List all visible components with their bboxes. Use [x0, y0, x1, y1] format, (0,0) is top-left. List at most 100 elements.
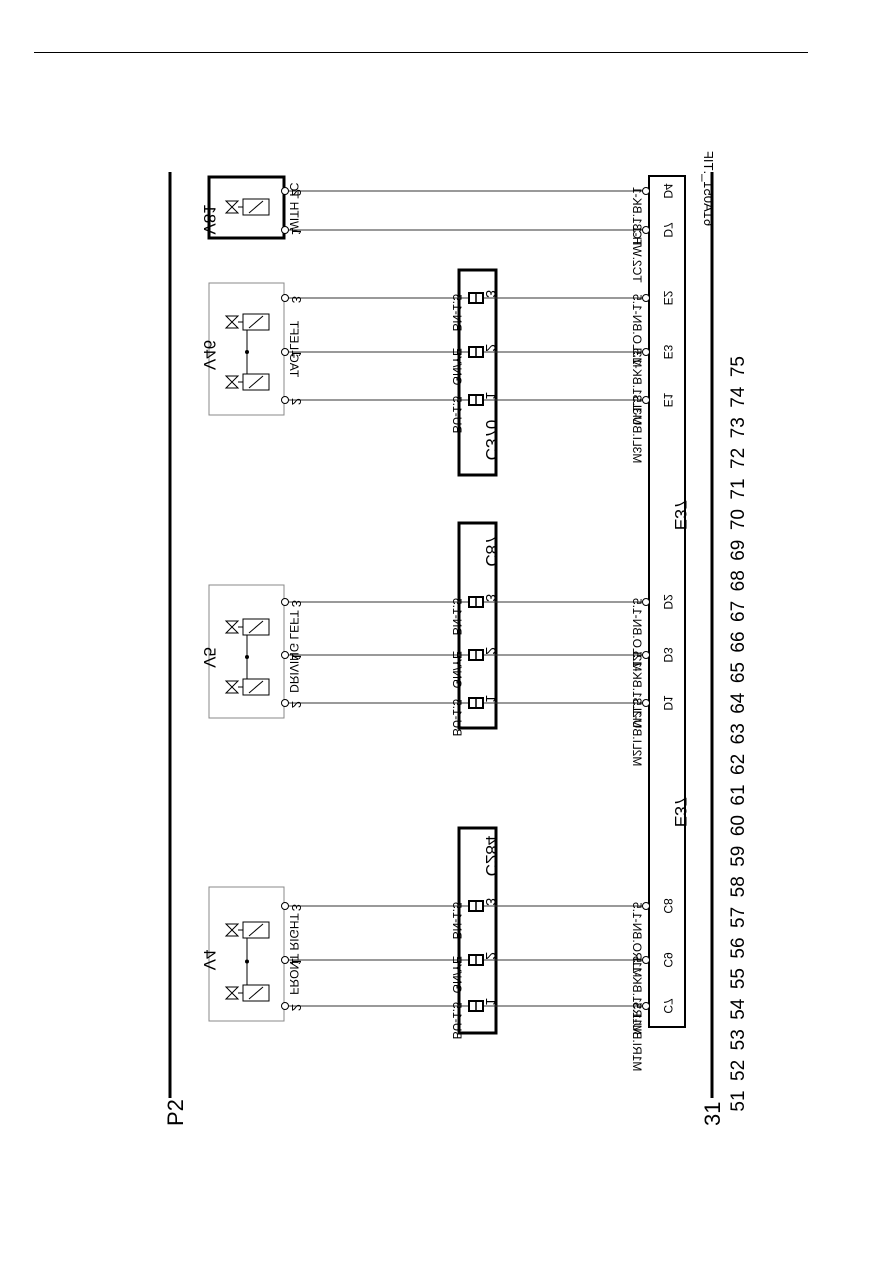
connector-box [457, 521, 498, 730]
ruler-number: 70 [728, 509, 749, 530]
ruler-number: 62 [728, 754, 749, 775]
wire-code-label: TC31.BK-1 [630, 187, 644, 247]
component-pin-number: 2 [289, 1004, 304, 1011]
valve-symbol [224, 200, 240, 214]
connector-label: C87 [482, 535, 501, 566]
wire-color-label: BU-1.5 [450, 396, 464, 434]
ruler-number: 59 [728, 846, 749, 867]
valve-symbol [224, 923, 240, 937]
header-rule [34, 52, 808, 53]
component-pin-number: 3 [289, 296, 304, 303]
component-pin-number: 1 [289, 350, 304, 357]
pin-terminal [281, 1002, 289, 1010]
wire-code-label: M2L31.BK-1.5 [630, 651, 644, 728]
ruler-number: 61 [728, 784, 749, 805]
connector-pin-number: 3 [483, 290, 499, 298]
connector-C87: C87 [457, 521, 501, 730]
ecu-pin-label: E1 [661, 392, 675, 407]
ruler: 5152535455565758596061626364656667686970… [728, 356, 749, 1112]
ruler-number: 68 [728, 570, 749, 591]
wire: 2 TC31.BK-1 D4 [281, 183, 675, 247]
wire-color-label: BN-1.5 [450, 902, 464, 940]
ecu-pin-label: D4 [661, 183, 675, 199]
wire-color-label: BU-1.5 [450, 1002, 464, 1040]
valve-symbol [224, 680, 240, 694]
pin-terminal [281, 294, 289, 302]
ruler-number: 56 [728, 937, 749, 958]
ecu-terminal [642, 956, 650, 964]
component-pin-number: 2 [289, 189, 304, 196]
solenoid-slash [248, 680, 264, 694]
junction-dot [245, 350, 249, 354]
file-name-label: 61A051_.TIF [701, 151, 716, 226]
component-id: V81 [200, 204, 219, 234]
component-pin-number: 3 [289, 904, 304, 911]
ecu-pin-label: E2 [661, 290, 675, 305]
wire-color-label: GN/YE [450, 956, 464, 993]
component-V81: V81 WITH TC [200, 175, 301, 240]
wire-code-label: M3LI.BU-1.5 [630, 396, 644, 464]
solenoid-slash [248, 200, 264, 214]
p2-rail-label: P2 [163, 1099, 188, 1126]
connector-pin-number: 1 [483, 695, 499, 703]
ecu-terminal [642, 226, 650, 234]
connector-pin-number: 1 [483, 998, 499, 1006]
ruler-number: 71 [728, 478, 749, 499]
ruler-number: 54 [728, 998, 749, 1020]
junction-dot [245, 959, 249, 964]
wire-code-label: M1RO.BN-1.5 [630, 902, 644, 978]
ruler-number: 58 [728, 876, 749, 897]
wire-color-label: GN/YE [450, 651, 464, 688]
wire-code-label: M2LI.BU-1.5 [630, 699, 644, 767]
ecu-label: E37 [671, 797, 690, 827]
solenoid-slash [248, 620, 264, 634]
solenoid-slash [248, 986, 264, 1000]
pin-terminal [281, 902, 289, 910]
wire-code-label: M3LO.BN-1.5 [630, 294, 644, 368]
valve-symbol [224, 986, 240, 1000]
solenoid-slash [248, 315, 264, 329]
ruler-number: 73 [728, 417, 749, 438]
ecu-pin-label: D7 [661, 222, 675, 238]
wire: 1 2 GN/YE M1R31.BK-1.5 C9 [281, 952, 675, 1035]
ruler-number: 51 [728, 1090, 749, 1111]
ecu-terminal [642, 902, 650, 910]
connector-box [457, 826, 498, 1035]
component-V5: V5 DRIVING LEFT [200, 584, 301, 719]
ecu-pin-label: E3 [661, 344, 675, 359]
component-caption: FRONT RIGHT [287, 912, 301, 994]
connector-C370: C370 [457, 268, 501, 477]
component-caption: WITH TC [287, 182, 301, 232]
solenoid-slash [248, 923, 264, 937]
wire-color-label: GN/YE [450, 348, 464, 385]
valve-symbol [224, 620, 240, 634]
ruler-number: 55 [728, 968, 749, 989]
component-caption: DRIVING LEFT [287, 609, 301, 692]
connector-pin-number: 3 [483, 594, 499, 602]
ruler-number: 66 [728, 631, 749, 652]
connector-pin-number: 2 [483, 647, 499, 655]
pin-terminal [281, 699, 289, 707]
ecu-terminal [642, 396, 650, 404]
component-pin-number: 3 [289, 600, 304, 607]
valve-symbol [224, 375, 240, 389]
component-id: V5 [200, 647, 219, 668]
component-id: V46 [200, 340, 219, 370]
ruler-number: 64 [728, 692, 749, 714]
component-pin-number: 2 [289, 398, 304, 405]
ecu-pin-label: D2 [661, 594, 675, 610]
component-pin-number: 1 [289, 228, 304, 235]
ecu-pin-label: C9 [661, 952, 675, 968]
wire-code-label: TC2.WH-1 [630, 226, 644, 283]
wire-code-label: M1R31.BK-1.5 [630, 956, 644, 1035]
ruler-number: 52 [728, 1060, 749, 1081]
component-pin-number: 2 [289, 701, 304, 708]
